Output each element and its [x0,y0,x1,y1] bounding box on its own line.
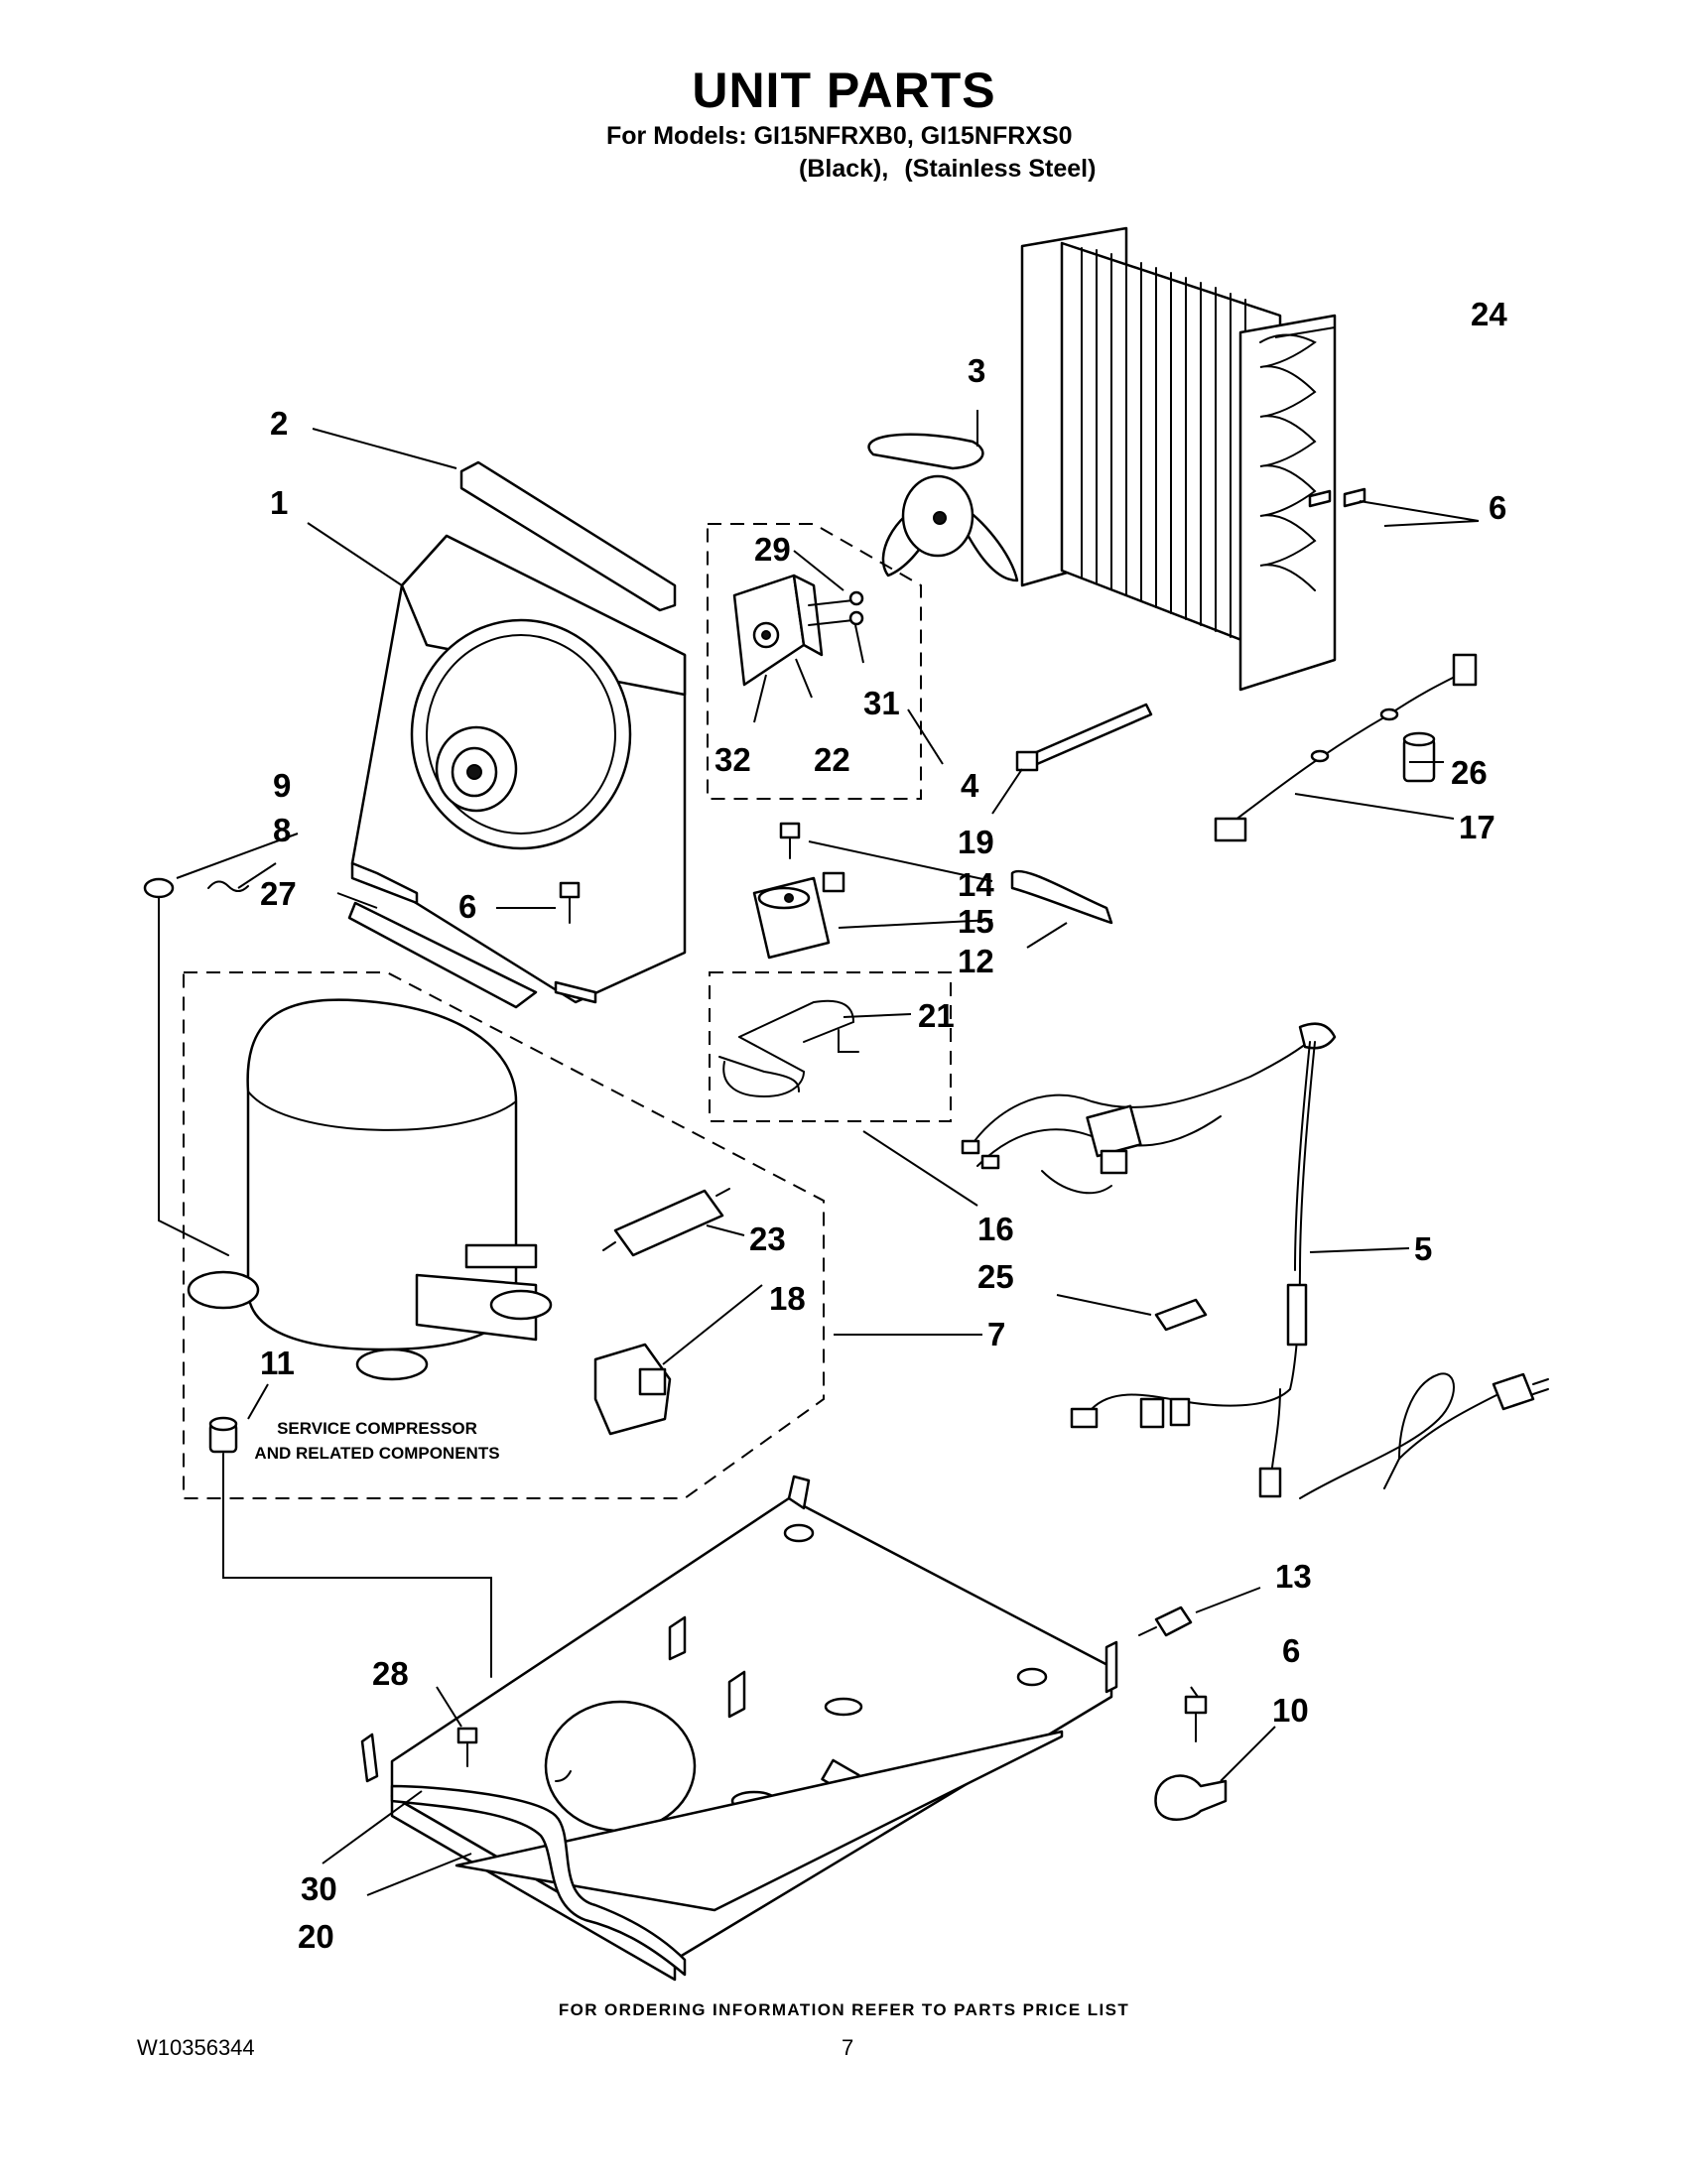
drier-part [602,1188,730,1257]
leader-lines [176,326,1480,1896]
callout-16: 16 [977,1211,1014,1247]
grommet-part [143,877,175,899]
callout-14: 14 [958,866,994,903]
screw-28-part [456,1727,478,1767]
callout-27: 27 [260,875,297,912]
bracket-part [718,999,859,1098]
screw-13-part [1138,1606,1193,1637]
valve-coil-part [752,871,845,960]
callout-26: 26 [1451,754,1488,791]
clamp-part [1154,1774,1228,1821]
bracket-group-outline [709,971,952,1122]
callout-9: 9 [273,767,291,804]
callout-15: 15 [958,903,994,940]
callout-10: 10 [1272,1692,1309,1729]
mount-line-b [222,1453,492,1678]
models-line: For Models: GI15NFRXB0, GI15NFRXS0 [606,122,1073,150]
callout-19: 19 [958,824,994,860]
tube-part [390,1784,687,1977]
callout-2: 2 [270,405,288,442]
compressor-part [187,998,553,1381]
callout-28: 28 [372,1655,409,1692]
callout-21: 21 [918,997,955,1034]
wire-harness-part [961,1022,1337,1195]
relay-part [593,1343,672,1436]
grommet-11-part [208,1416,238,1454]
callout-31: 31 [863,685,900,721]
service-label-line2: AND RELATED COMPONENTS [254,1444,499,1463]
callout-23: 23 [749,1220,786,1257]
service-compressor-outline [183,971,825,1499]
clip-part [207,880,249,892]
fan-shroud-part [350,534,687,1004]
model-colors: (Black), (Stainless Steel) [799,155,1111,184]
callout-6-mid: 6 [458,888,476,925]
callout-numbers: 1 2 3 4 5 6 6 6 7 8 9 10 11 12 13 14 15 … [260,296,1507,1955]
callout-20: 20 [298,1918,334,1955]
callout-7: 7 [987,1316,1005,1352]
screw-6-shroud [559,881,581,924]
callout-24: 24 [1471,296,1507,332]
clip-25-part [1154,1298,1208,1332]
gasket-strip-part [459,460,677,612]
callout-29: 29 [754,531,791,568]
condenser-part [1020,226,1366,692]
ordering-note: FOR ORDERING INFORMATION REFER TO PARTS … [558,2000,1130,2019]
base-shield-part [454,1730,1064,1912]
capacitor-part [1402,731,1436,783]
callout-25: 25 [977,1258,1014,1295]
document-number: W10356344 [137,2035,255,2060]
strip-part [347,901,538,1009]
service-label-line1: SERVICE COMPRESSOR [277,1419,477,1438]
color-stainless: (Stainless Steel) [904,155,1097,183]
callout-5: 5 [1414,1230,1432,1267]
callout-6-top: 6 [1489,489,1506,526]
tube-12-part [1010,869,1113,925]
callout-30: 30 [301,1870,337,1907]
callout-8: 8 [273,812,291,848]
color-black: (Black), [799,155,889,183]
callout-3: 3 [968,352,985,389]
callout-18: 18 [769,1280,806,1317]
callout-13: 13 [1275,1558,1312,1595]
thermistor-part [1214,653,1478,842]
callout-32: 32 [714,741,751,778]
callout-1: 1 [270,484,288,521]
mount-line-a [158,897,229,1256]
tie-wrap-part [1015,703,1153,772]
callout-6-bottom: 6 [1282,1632,1300,1669]
callout-22: 22 [814,741,850,778]
callout-17: 17 [1459,809,1495,845]
power-cord-part [1070,1041,1549,1499]
callout-11: 11 [260,1345,295,1381]
screw-6-bottom [1184,1695,1208,1742]
page-title: UNIT PARTS [692,63,996,118]
callout-4: 4 [961,767,979,804]
screw-14-part [779,822,801,859]
fan-motor-part [732,574,864,687]
fan-blade-part [867,433,1019,582]
page-number: 7 [842,2035,854,2060]
callout-12: 12 [958,943,994,979]
